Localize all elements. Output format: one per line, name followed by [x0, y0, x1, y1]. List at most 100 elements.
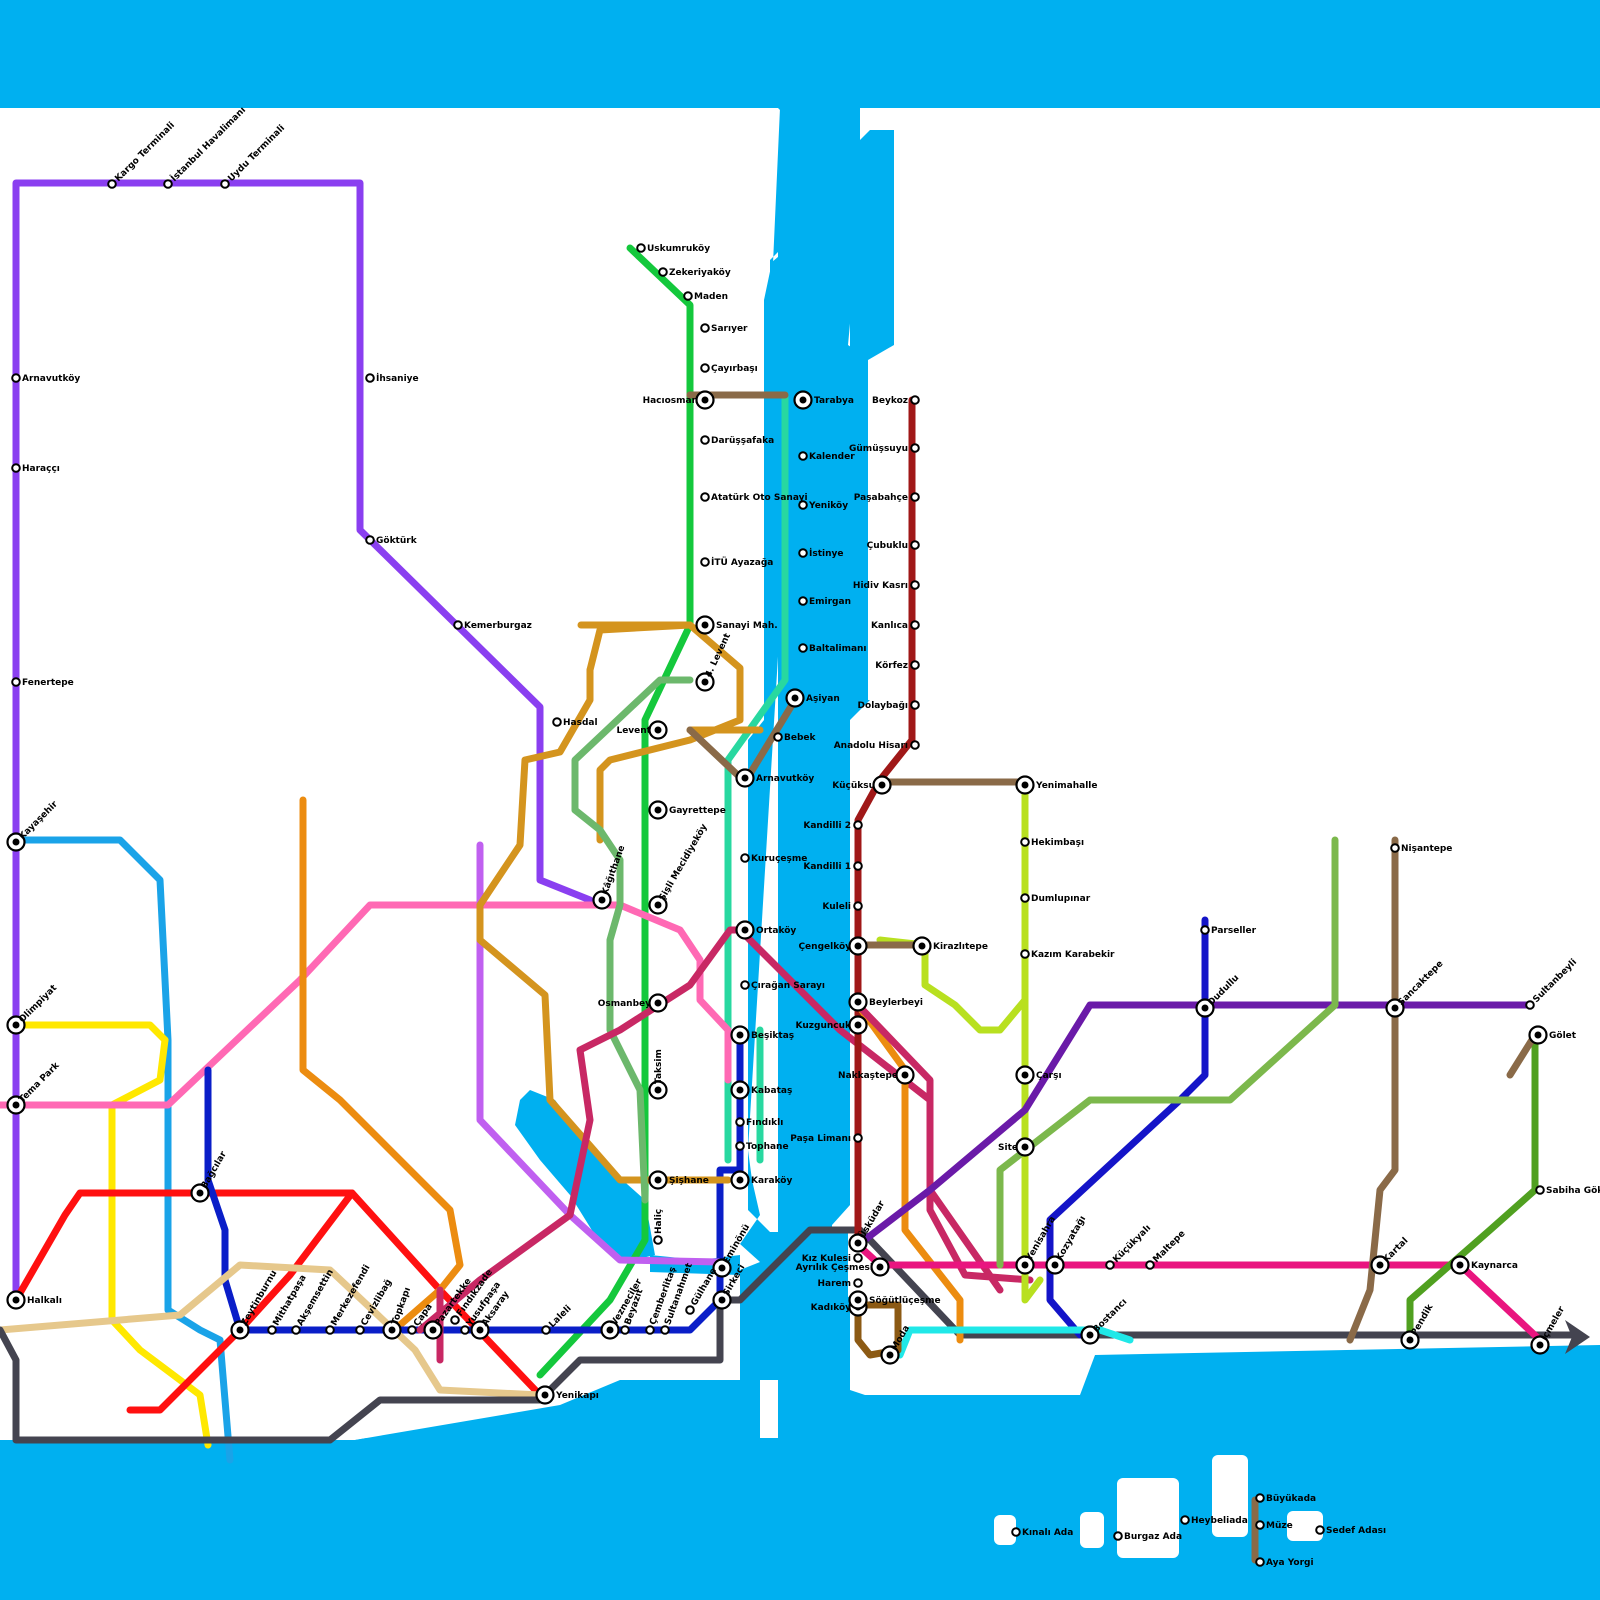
- station-100[interactable]: Kazım Karabekir: [1021, 950, 1115, 960]
- station-label: Levent: [616, 726, 651, 736]
- station-label: Yeniköy: [808, 501, 848, 511]
- station-label: Fındıklı: [746, 1118, 783, 1128]
- station-dot-icon: [1021, 894, 1029, 902]
- station-label: Taksim: [654, 1049, 664, 1084]
- station-label: Çırağan Sarayı: [751, 981, 825, 991]
- station-label: Hekimbaşı: [1031, 838, 1084, 848]
- station-label: Beykoz: [872, 396, 908, 406]
- station-dot-icon: [736, 1142, 744, 1150]
- station-label: Tophane: [746, 1142, 789, 1152]
- station-dot-icon: [1146, 1261, 1154, 1269]
- station-dot-icon: [356, 1326, 364, 1334]
- station-15[interactable]: Uskumruköy: [637, 244, 710, 254]
- station-46[interactable]: Çırağan Sarayı: [741, 981, 825, 991]
- station-dot-icon: [454, 621, 462, 629]
- station-16[interactable]: Zekeriyaköy: [659, 268, 731, 278]
- station-label: Ayrılık Çeşmesi: [796, 1263, 873, 1273]
- station-dot-icon: [1256, 1521, 1264, 1529]
- station-dot-icon: [701, 324, 709, 332]
- station-dot-icon: [108, 180, 116, 188]
- station-label: Aya Yorgi: [1266, 1558, 1314, 1568]
- station-label: Emirgan: [809, 597, 851, 607]
- station-label: Maden: [694, 292, 728, 302]
- station-dot-icon: [911, 661, 919, 669]
- station-dot-icon: [701, 364, 709, 372]
- station-dot-icon: [12, 678, 20, 686]
- station-dot-icon: [1536, 1186, 1544, 1194]
- station-label: Kandilli 2: [803, 821, 851, 831]
- station-label: Kuleli: [822, 902, 851, 912]
- station-dot-icon: [911, 444, 919, 452]
- station-114[interactable]: Nişantepe: [1391, 844, 1452, 854]
- station-dot-icon: [741, 981, 749, 989]
- station-21[interactable]: Darüşşafaka: [701, 436, 774, 446]
- station-label: Nakkaştepe: [838, 1071, 898, 1081]
- station-label: Aşiyan: [806, 694, 840, 704]
- station-dot-icon: [461, 1326, 469, 1334]
- station-83[interactable]: Kandilli 1: [803, 862, 861, 872]
- station-dot-icon: [1012, 1528, 1020, 1536]
- station-dot-icon: [221, 180, 229, 188]
- station-label: Bebek: [784, 733, 817, 743]
- station-dot-icon: [553, 718, 561, 726]
- station-label: Çarşı: [1036, 1071, 1062, 1081]
- station-99[interactable]: Dumlupınar: [1021, 894, 1091, 904]
- station-label: Kuruçeşme: [751, 854, 807, 864]
- station-32[interactable]: Haliç: [654, 1209, 664, 1244]
- station-label: Paşabahçe: [854, 493, 908, 503]
- station-dot-icon: [1021, 950, 1029, 958]
- station-label: Uskumruköy: [647, 244, 710, 254]
- station-40[interactable]: Baltalimanı: [799, 644, 866, 654]
- station-dot-icon: [164, 180, 172, 188]
- station-44[interactable]: Kuruçeşme: [741, 854, 807, 864]
- station-dot-icon: [799, 644, 807, 652]
- station-label: Heybeliada: [1191, 1516, 1248, 1526]
- station-dot-icon: [774, 733, 782, 741]
- station-123[interactable]: Sedef Adası: [1316, 1526, 1386, 1536]
- station-label: Sarıyer: [711, 324, 748, 334]
- station-label: Sedef Adası: [1326, 1526, 1386, 1536]
- station-dot-icon: [854, 862, 862, 870]
- station-label: Haraççı: [22, 464, 60, 474]
- station-dot-icon: [659, 268, 667, 276]
- station-23[interactable]: İTÜ Ayazağa: [701, 557, 773, 568]
- station-90[interactable]: Paşa Limanı: [790, 1134, 862, 1144]
- station-label: Dolaybağı: [858, 701, 908, 711]
- station-label: Darüşşafaka: [711, 436, 774, 446]
- station-label: Arnavutköy: [22, 374, 80, 384]
- station-label: Müze: [1266, 1521, 1293, 1531]
- station-label: Hasdal: [563, 718, 598, 728]
- station-label: Söğütlüçeşme: [869, 1296, 941, 1306]
- station-label: Şişhane: [669, 1176, 709, 1186]
- station-dot-icon: [799, 549, 807, 557]
- station-label: Kaynarca: [1471, 1261, 1518, 1271]
- station-120[interactable]: Heybeliada: [1181, 1516, 1248, 1526]
- station-122[interactable]: Kınalı Ada: [1012, 1528, 1073, 1538]
- station-111[interactable]: Sabiha Gökçen: [1536, 1186, 1600, 1196]
- station-label: Baltalimanı: [809, 644, 867, 654]
- station-3[interactable]: Arnavutköy: [12, 374, 80, 384]
- station-dot-icon: [637, 244, 645, 252]
- station-label: Hidiv Kasrı: [853, 581, 908, 591]
- station-82[interactable]: Kandilli 2: [803, 821, 861, 831]
- station-5[interactable]: Fenertepe: [12, 678, 74, 688]
- station-label: Kuzguncuk: [796, 1021, 852, 1031]
- station-12[interactable]: Kemerburgaz: [454, 621, 532, 631]
- station-dot-icon: [701, 436, 709, 444]
- station-119[interactable]: Büyükada: [1256, 1494, 1316, 1504]
- station-label: Fenertepe: [22, 678, 74, 688]
- station-dot-icon: [1201, 926, 1209, 934]
- station-label: İhsaniye: [376, 373, 419, 384]
- station-22[interactable]: Atatürk Oto Sanayi: [701, 493, 807, 503]
- station-label: Kemerburgaz: [464, 621, 532, 631]
- station-label: Haliç: [654, 1209, 664, 1234]
- station-94[interactable]: Harem: [817, 1279, 861, 1289]
- station-label: Yenikapı: [555, 1391, 599, 1401]
- station-label: Kadıköy: [811, 1303, 852, 1313]
- station-121[interactable]: Burgaz Ada: [1114, 1532, 1182, 1542]
- station-label: Site: [998, 1143, 1018, 1153]
- station-79[interactable]: Anadolu Hisarı: [834, 741, 919, 751]
- station-98[interactable]: Hekimbaşı: [1021, 838, 1084, 848]
